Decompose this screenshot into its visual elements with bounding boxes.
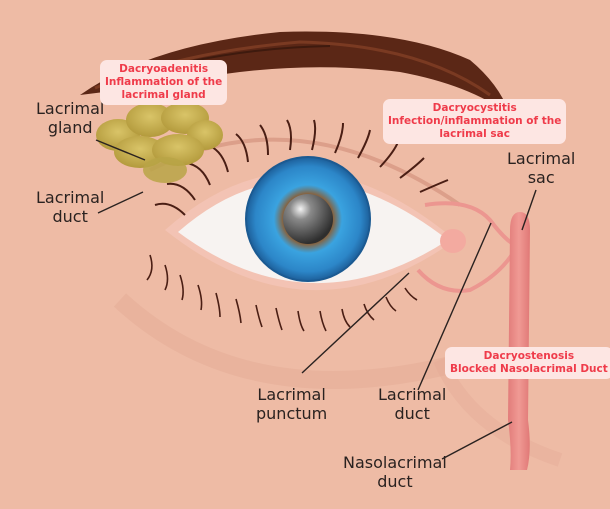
lacrimal-gland — [96, 102, 223, 183]
leader-lines — [95, 139, 537, 460]
callout-title: Dacryoadenitis — [119, 63, 209, 75]
label-line: duct — [394, 404, 430, 423]
callout-line: lacrimal sac — [439, 128, 510, 140]
label-lacrimal-duct-lower: Lacrimal duct — [378, 385, 446, 423]
label-lacrimal-duct-upper: Lacrimal duct — [36, 188, 104, 226]
lacrimal-canaliculi — [416, 201, 517, 293]
label-line: Lacrimal — [378, 385, 447, 404]
label-line: Nasolacrimal — [343, 453, 447, 472]
label-lacrimal-sac: Lacrimal sac — [507, 149, 575, 187]
label-line: Lacrimal — [507, 149, 576, 168]
label-nasolacrimal-duct: Nasolacrimal duct — [343, 453, 447, 491]
nasolacrimal-duct — [508, 212, 530, 470]
pupil — [283, 194, 333, 244]
iris — [245, 156, 371, 282]
label-line: gland — [47, 118, 93, 137]
label-line: Lacrimal — [36, 188, 105, 207]
callout-dacryostenosis: Dacryostenosis Blocked Nasolacrimal Duct — [445, 347, 610, 379]
callout-dacryocystitis: Dacryocystitis Infection/inflammation of… — [383, 99, 567, 144]
label-line: Lacrimal — [257, 385, 326, 404]
label-lacrimal-punctum: Lacrimal punctum — [256, 385, 327, 423]
label-line: Lacrimal — [36, 99, 105, 118]
callout-line: lacrimal gland — [121, 89, 206, 101]
callout-title: Dacryostenosis — [483, 350, 575, 362]
callout-line: Infection/inflammation of the — [388, 115, 562, 127]
label-line: sac — [527, 168, 555, 187]
label-lacrimal-gland: Lacrimal gland — [36, 99, 104, 137]
label-line: duct — [52, 207, 88, 226]
callout-line: Blocked Nasolacrimal Duct — [450, 363, 608, 375]
caruncle — [440, 229, 466, 253]
lower-eyelashes — [146, 254, 418, 332]
label-line: punctum — [256, 404, 328, 423]
callout-line: Inflammation of the — [105, 76, 223, 88]
callout-dacryoadenitis: Dacryoadenitis Inflammation of the lacri… — [100, 60, 228, 105]
callout-title: Dacryocystitis — [432, 102, 517, 114]
label-line: duct — [377, 472, 413, 491]
